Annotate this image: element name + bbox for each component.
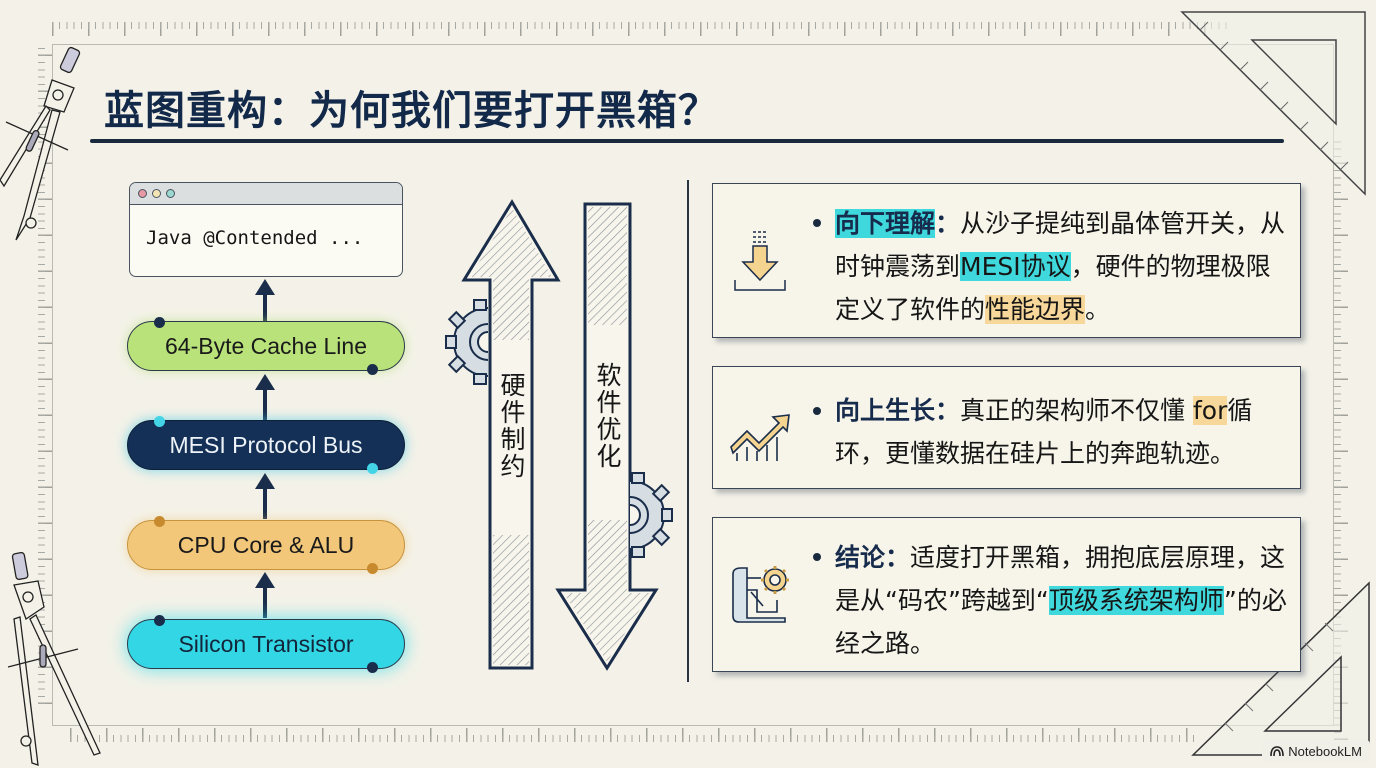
- connector-node: [154, 317, 165, 328]
- card-body: ”的必经之路。: [835, 586, 1287, 658]
- bullet-icon: [813, 219, 821, 227]
- watermark-label: NotebookLM: [1288, 743, 1362, 759]
- gear-icon: [629, 472, 673, 558]
- download-arrow-icon: [734, 231, 786, 291]
- colon: ：: [935, 209, 961, 238]
- connector-node: [367, 662, 378, 673]
- gear-icon: [445, 299, 489, 385]
- layer-label: Silicon Transistor: [178, 630, 354, 657]
- notebooklm-logo-icon: [1270, 746, 1285, 757]
- card-text: 向下理解：从沙子提纯到晶体管开关，从时钟震荡到MESI协议，硬件的物理极限定义了…: [835, 202, 1294, 331]
- layer-label: MESI Protocol Bus: [169, 431, 363, 458]
- card-keyword: 向上生长: [835, 396, 936, 425]
- layer-label: CPU Core & ALU: [177, 531, 355, 558]
- card-grow-up: 向上生长：真正的架构师不仅懂 for循环，更懂数据在硅片上的奔跑轨迹。: [712, 366, 1301, 489]
- card-body: ，硬件的物理极限定义了软件的: [835, 252, 1271, 324]
- maximize-dot-icon: [166, 189, 175, 198]
- arrow-up-icon: [255, 473, 275, 519]
- growth-chart-icon: [730, 414, 790, 461]
- arrow-up-icon: [255, 572, 275, 618]
- bullet-icon: [813, 407, 821, 415]
- connector-node: [367, 563, 378, 574]
- card-body: 真正的架构师不仅懂: [960, 396, 1193, 425]
- layer-mesi-bus: MESI Protocol Bus: [127, 416, 405, 474]
- connector-node: [367, 364, 378, 375]
- compass-icon: [0, 46, 81, 241]
- layer-label: 64-Byte Cache Line: [164, 332, 367, 359]
- card-body: 从沙子提纯到晶体管开关，从时钟震荡到: [835, 209, 1286, 281]
- blueprint-frame: [52, 44, 1334, 726]
- code-snippet: Java @Contended ...: [146, 227, 364, 249]
- connector-node: [154, 416, 165, 427]
- notebooklm-watermark: NotebookLM: [1262, 740, 1370, 762]
- blueprint-gear-icon: [732, 566, 789, 623]
- colon: ：: [935, 396, 961, 425]
- card-text: 向上生长：真正的架构师不仅懂 for循环，更懂数据在硅片上的奔跑轨迹。: [835, 389, 1294, 475]
- bullet-icon: [813, 553, 821, 561]
- top-ruler: [52, 22, 1232, 36]
- column-divider: [687, 180, 689, 682]
- connector-node: [154, 615, 165, 626]
- card-understand-down: 向下理解：从沙子提纯到晶体管开关，从时钟震荡到MESI协议，硬件的物理极限定义了…: [712, 183, 1301, 338]
- connector-node: [367, 463, 378, 474]
- page-title: 蓝图重构：为何我们要打开黑箱？: [104, 88, 719, 134]
- card-conclusion: 结论：适度打开黑箱，拥抱底层原理，这是从“码农”跨越到“顶级系统架构师”的必经之…: [712, 517, 1301, 672]
- code-window: Java @Contended ...: [129, 182, 403, 277]
- arrow-up-icon: [255, 279, 275, 321]
- card-body: 适度打开黑箱，拥抱底层原理，这是从“码农”跨越到“: [835, 543, 1286, 615]
- layer-cache-line: 64-Byte Cache Line: [127, 317, 405, 375]
- layer-silicon-transistor: Silicon Transistor: [127, 615, 405, 673]
- window-titlebar: [130, 183, 402, 205]
- close-dot-icon: [138, 189, 147, 198]
- card-keyword: 向下理解: [835, 209, 936, 238]
- set-square-icon: [1180, 11, 1366, 196]
- compass-icon: [7, 551, 101, 766]
- arrow-up-icon: [255, 374, 275, 420]
- bottom-ruler: [70, 728, 1200, 742]
- card-body: 循环，更懂数据在硅片上的奔跑轨迹。: [835, 396, 1253, 468]
- hardware-constraint-label: 硬件制约: [497, 372, 526, 480]
- left-ruler: [38, 44, 52, 704]
- card-body: 。: [1085, 295, 1111, 324]
- highlight: 性能边界: [985, 295, 1086, 324]
- colon: ：: [885, 543, 911, 572]
- software-optimization-label: 软件优化: [593, 362, 622, 470]
- layer-cpu-core: CPU Core & ALU: [127, 516, 405, 574]
- card-keyword: 结论: [835, 543, 886, 572]
- highlight: for: [1192, 396, 1228, 425]
- title-underline: [90, 139, 1284, 143]
- minimize-dot-icon: [152, 189, 161, 198]
- highlight: 顶级系统架构师: [1048, 586, 1224, 615]
- highlight: MESI协议: [960, 252, 1071, 281]
- opposing-arrows-graphic: [445, 199, 673, 671]
- connector-node: [154, 516, 165, 527]
- right-ruler: [1334, 140, 1348, 740]
- card-text: 结论：适度打开黑箱，拥抱底层原理，这是从“码农”跨越到“顶级系统架构师”的必经之…: [835, 536, 1294, 665]
